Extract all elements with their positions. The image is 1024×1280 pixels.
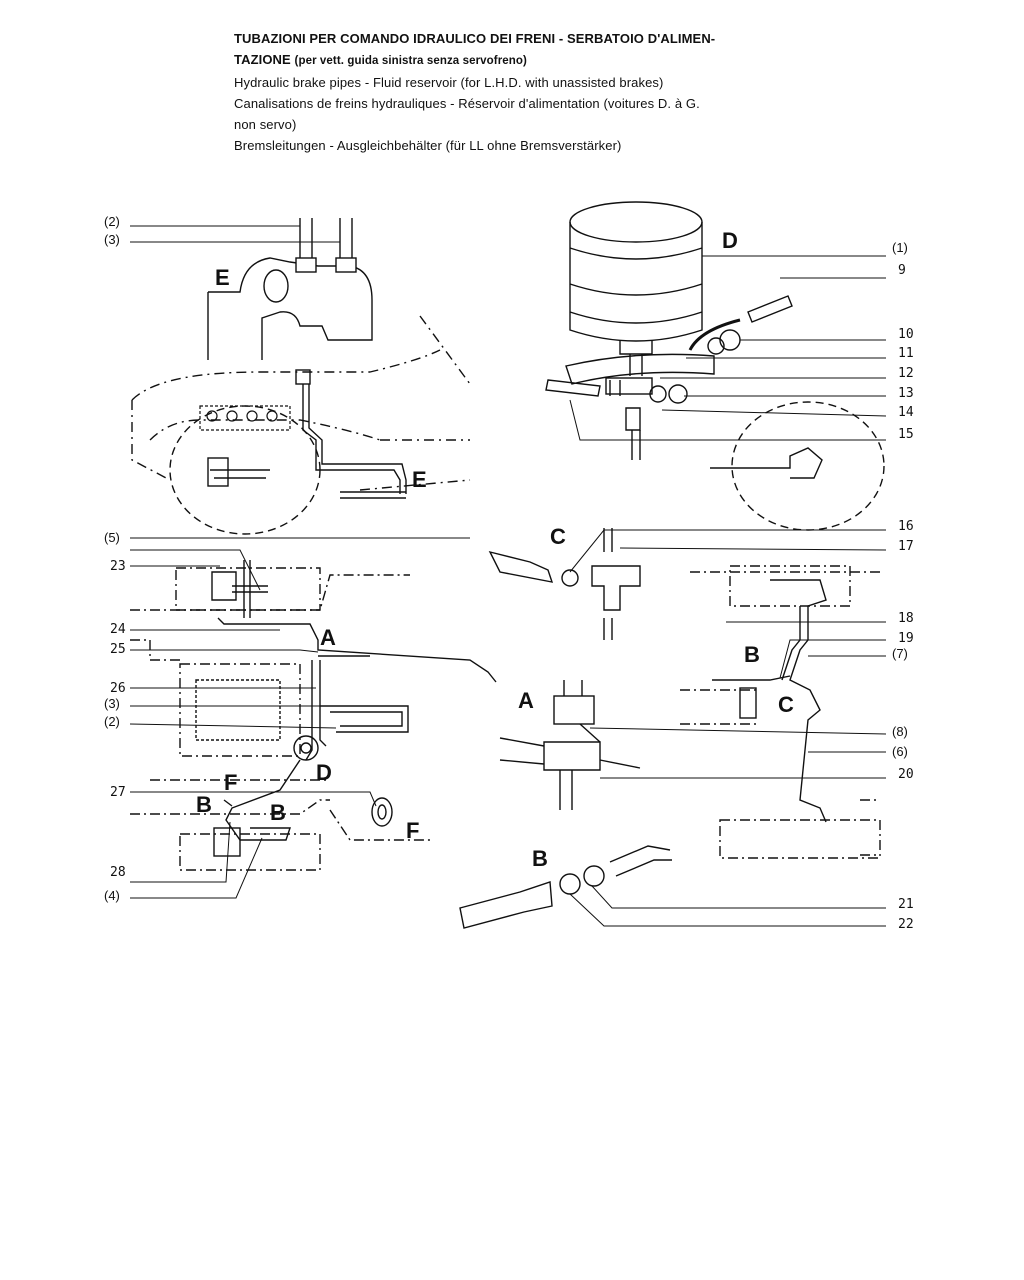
rear-brake-pipe-left xyxy=(223,759,301,841)
arrow-to-reservoir xyxy=(688,318,741,351)
callout-28: 28 xyxy=(110,865,126,880)
detail-letter-a-mid: A xyxy=(518,688,534,713)
left-leaders xyxy=(129,225,470,899)
title-french: Canalisations de freins hydrauliques - R… xyxy=(234,96,700,111)
callout-10: 10 xyxy=(898,327,914,342)
detail-letter-b-bottom: B xyxy=(532,846,548,871)
left-front-brake-lines xyxy=(207,369,407,499)
detail-letter-c-mid: C xyxy=(550,524,566,549)
callout-7: (7) xyxy=(892,646,908,661)
pump-d-left xyxy=(293,735,319,761)
title-italian-word: TAZIONE xyxy=(234,52,291,67)
detail-letter-f-left: F xyxy=(224,770,237,795)
title-italian-cont: TAZIONE (per vett. guida sinistra senza … xyxy=(234,49,834,72)
detail-letter-c-right: C xyxy=(778,692,794,717)
callout-5: (5) xyxy=(104,530,120,545)
callout-12: 12 xyxy=(898,366,914,381)
fluid-reservoir xyxy=(569,201,703,376)
reservoir-strap xyxy=(565,353,715,396)
callout-17: 17 xyxy=(898,539,914,554)
detail-e-bracket xyxy=(207,218,373,360)
callout-21: 21 xyxy=(898,897,914,912)
main-brake-pipe xyxy=(217,617,497,761)
engine-block xyxy=(199,405,291,431)
callout-14: 14 xyxy=(898,405,914,420)
detail-letter-e-top: E xyxy=(215,265,230,290)
callout-3-mid: (3) xyxy=(104,696,120,711)
grommet-f xyxy=(371,797,393,827)
callout-16: 16 xyxy=(898,519,914,534)
callout-19: 19 xyxy=(898,631,914,646)
callout-20: 20 xyxy=(898,767,914,782)
hose-b-bottom xyxy=(459,845,672,929)
rear-right-pipe xyxy=(712,579,827,823)
callout-3-top: (3) xyxy=(104,232,120,247)
detail-letter-b-right: B xyxy=(744,642,760,667)
title-german: Bremsleitungen - Ausgleichbehälter (für … xyxy=(234,138,622,153)
title-italian: TUBAZIONI PER COMANDO IDRAULICO DEI FREN… xyxy=(234,31,716,46)
callout-6: (6) xyxy=(892,744,908,759)
rear-right-outline xyxy=(680,565,881,859)
detail-letter-b-left2: B xyxy=(270,800,286,825)
callout-8: (8) xyxy=(892,724,908,739)
hose-c xyxy=(488,550,579,587)
fastener-bolts xyxy=(545,295,793,460)
detail-letter-d-left: D xyxy=(316,760,332,785)
car-front-outline xyxy=(131,315,471,491)
title-block: TUBAZIONI PER COMANDO IDRAULICO DEI FREN… xyxy=(234,28,834,156)
wheel-right-top-line xyxy=(710,447,823,479)
callout-25: 25 xyxy=(110,642,126,657)
callout-26: 26 xyxy=(110,681,126,696)
detail-letter-f-right: F xyxy=(406,818,419,843)
callout-9: 9 xyxy=(898,263,906,278)
callout-13: 13 xyxy=(898,386,914,401)
union-fitting-a xyxy=(499,737,641,810)
front-caliper-left xyxy=(211,560,268,618)
callout-27: 27 xyxy=(110,785,126,800)
title-italian-sub: (per vett. guida sinistra senza servofre… xyxy=(294,55,527,67)
rear-axle-outline-left xyxy=(130,779,430,871)
callout-1: (1) xyxy=(892,240,908,255)
callout-2-mid: (2) xyxy=(104,714,120,729)
detail-letter-b-left1: B xyxy=(196,792,212,817)
callout-2-top: (2) xyxy=(104,214,120,229)
callout-4: (4) xyxy=(104,888,120,903)
stop-light-switch xyxy=(553,680,601,743)
callout-18: 18 xyxy=(898,611,914,626)
detail-letter-a-left: A xyxy=(320,625,336,650)
tee-union-17 xyxy=(591,528,641,640)
title-english: Hydraulic brake pipes - Fluid reservoir … xyxy=(234,75,664,90)
callout-15: 15 xyxy=(898,427,914,442)
callout-23: 23 xyxy=(110,559,126,574)
rear-caliper-left xyxy=(213,827,241,857)
detail-letter-d-top: D xyxy=(722,228,738,253)
callout-22: 22 xyxy=(898,917,914,932)
right-leaders xyxy=(569,255,887,927)
callout-11: 11 xyxy=(898,346,914,361)
title-french-cont: non servo) xyxy=(234,117,297,132)
detail-letter-e-mid: E xyxy=(412,467,427,492)
callout-24: 24 xyxy=(110,622,126,637)
